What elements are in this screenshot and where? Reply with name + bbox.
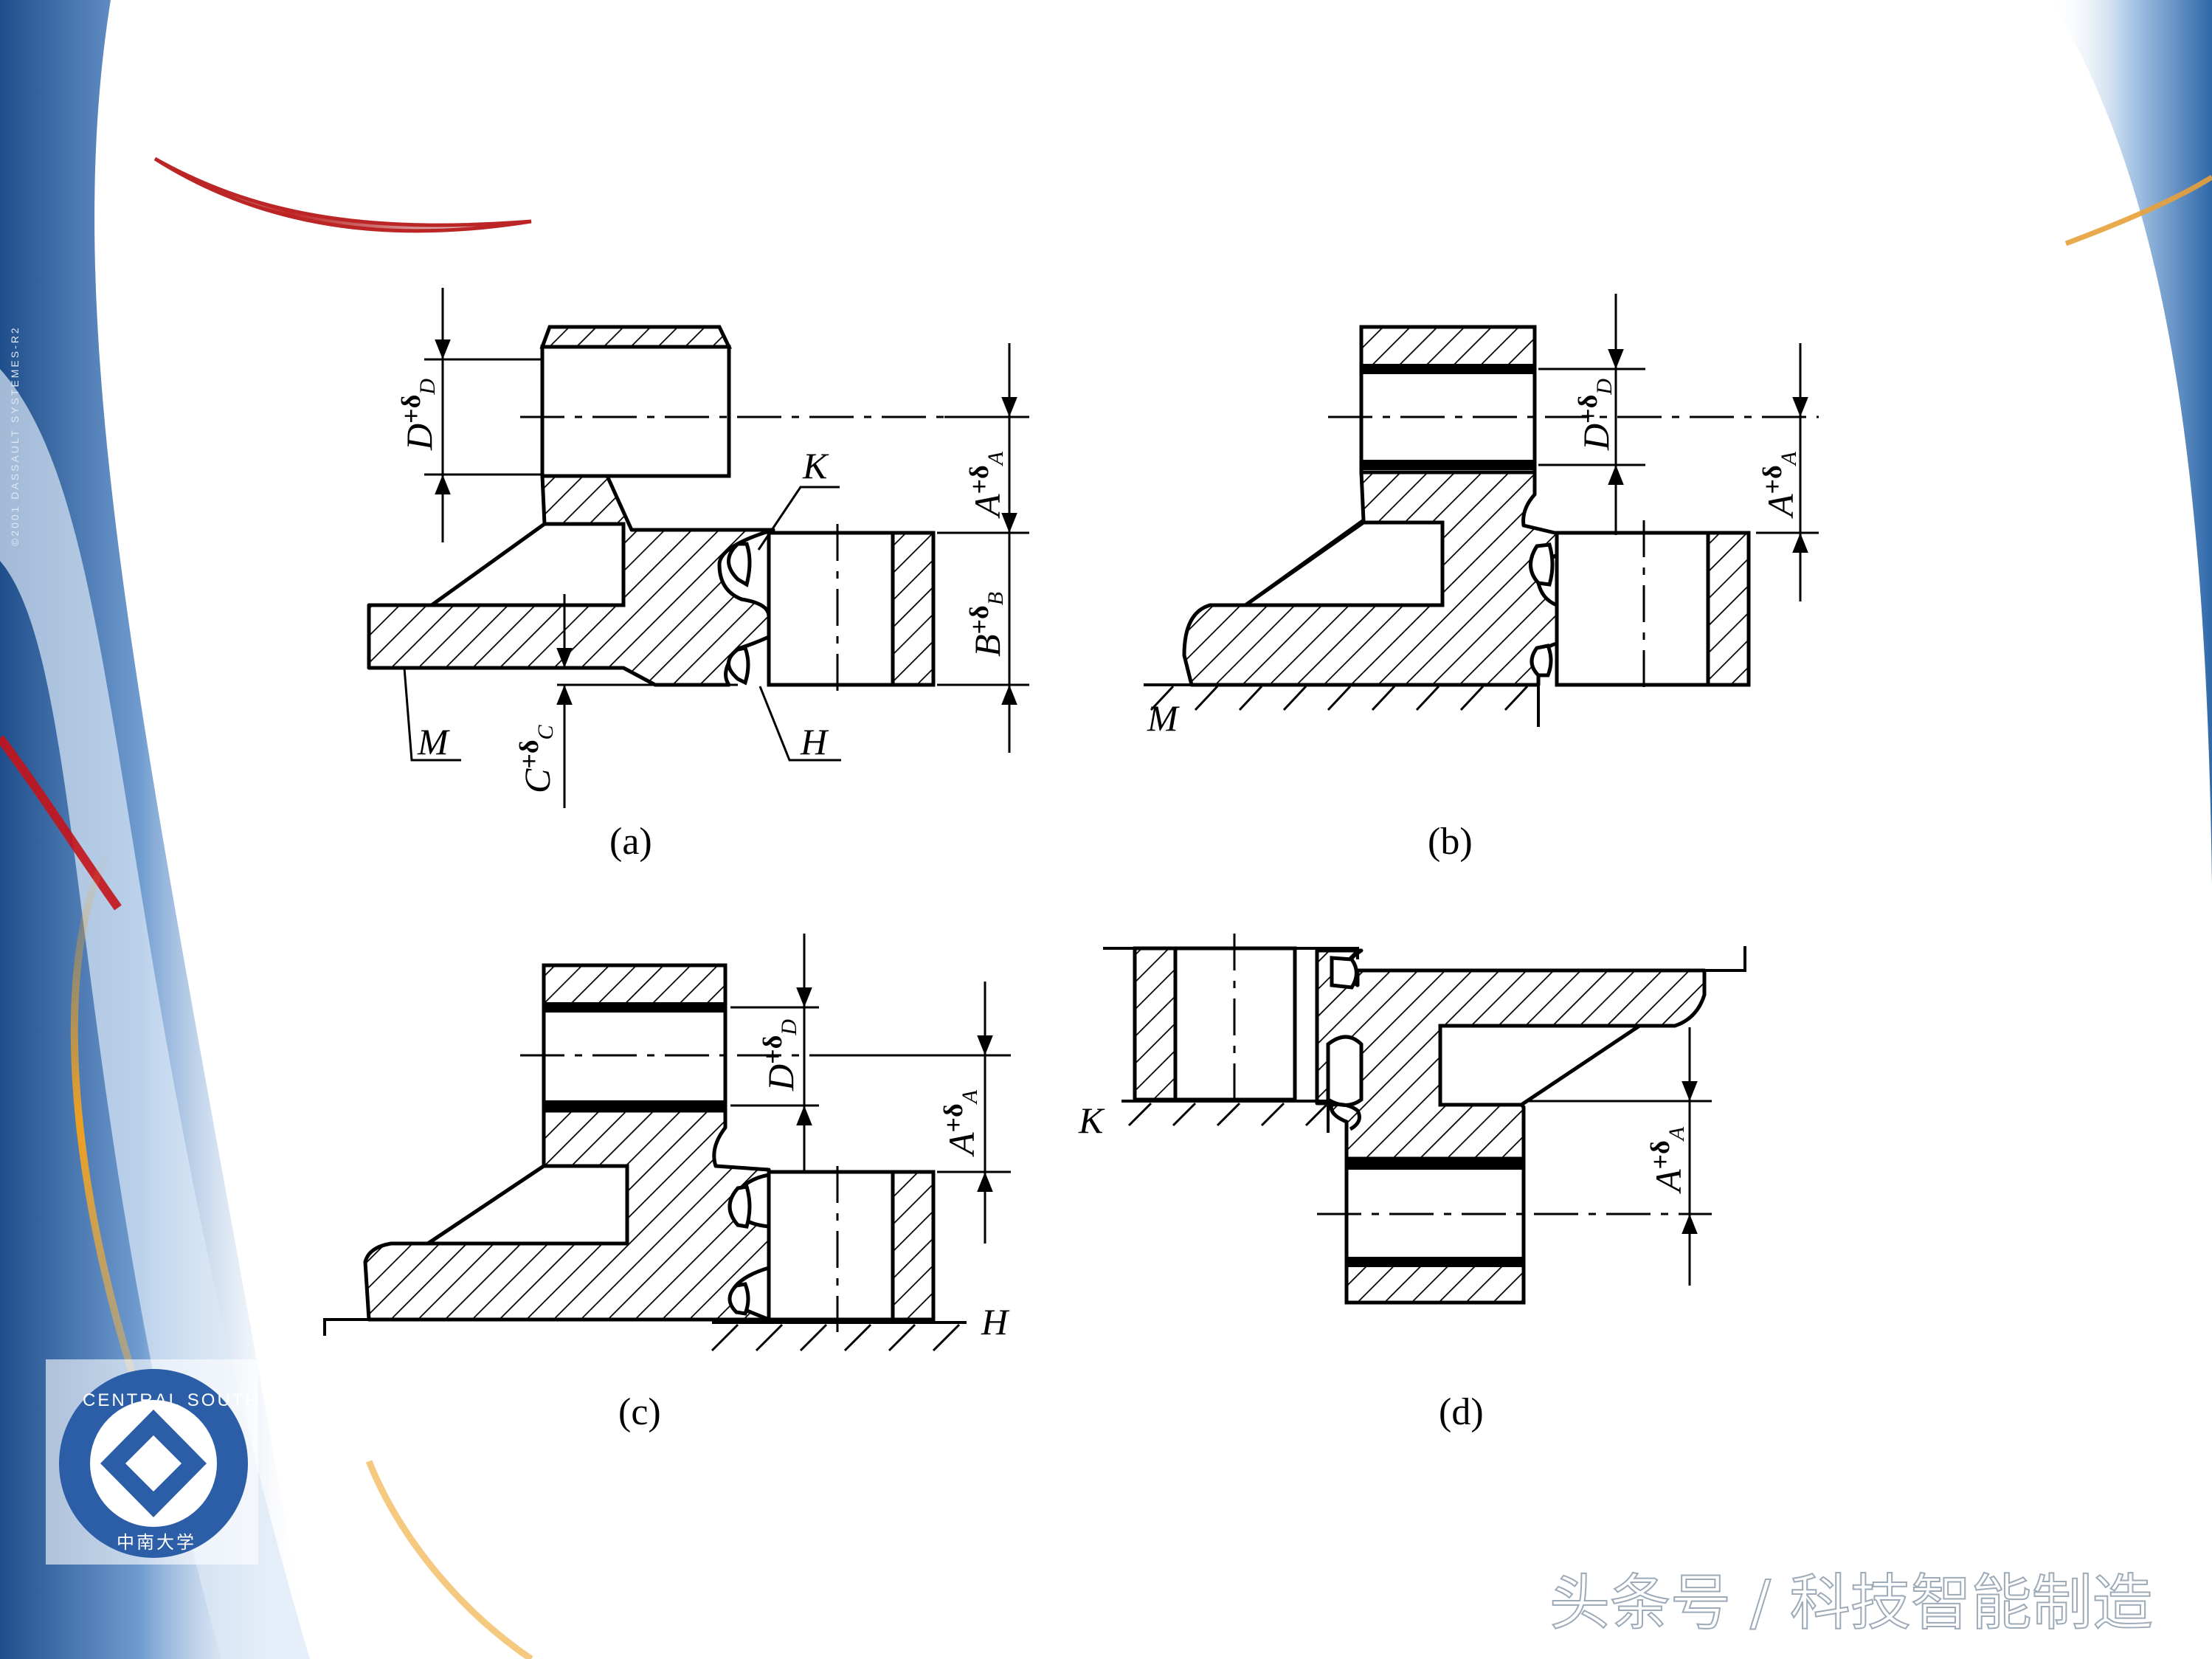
right-swoosh [2064,175,2212,246]
right-bore [767,531,895,687]
groove-lower [727,1282,750,1316]
logo-ring-text: CENTRAL SOUTH UNIVERSITY [83,1390,396,1410]
dim-d-label: D+δD [758,1019,801,1091]
groove-h [727,646,750,686]
dim-b-label: B+δB [964,592,1008,657]
watermark-text: 头条号 / 科技智能制造 [1549,1568,2153,1638]
label-m: M [417,721,450,762]
dim-c-label: C+δC [514,724,558,793]
label-k: K [1078,1100,1105,1141]
right-wall-hatch [891,1170,936,1322]
top-left-hatch [1133,946,1178,1102]
dim-a-label: A+δA [1645,1126,1689,1194]
figure-d: K A+δA (d) [1078,934,1746,1433]
right-bore [767,1170,895,1322]
label-m: M [1147,697,1180,739]
base-line [323,1318,738,1336]
logo-chinese-text: 中南大学 [117,1533,196,1553]
pocket-cavity [1438,1024,1646,1107]
top-right-line [1704,946,1746,972]
bore-top [540,345,731,478]
right-wall-hatch [891,531,936,687]
gear-top-hatch [542,963,727,1010]
groove-upper [1330,956,1358,990]
groove-middle [1326,1035,1364,1107]
caption-b: (b) [1428,821,1473,863]
bore-top [542,1005,727,1113]
leader-h [758,686,841,762]
label-k: K [802,445,829,486]
figure-c: H D+δD A+δA (c) [323,934,1011,1433]
left-blue-band [0,0,310,1659]
caption-a: (a) [609,821,652,863]
pocket-cavity [421,1164,629,1246]
ground-m [1144,683,1540,727]
groove-upper [1529,542,1555,587]
dim-a-label: A+δA [964,451,1008,519]
figure-a: D+δD A+δA B+δB C+δC K H M (a) [367,288,1029,863]
pocket-cavity [426,522,626,607]
leader-k [757,486,840,551]
label-h: H [800,721,829,762]
base-line [1103,947,1359,959]
caption-d: (d) [1439,1391,1484,1433]
right-bore [1555,531,1710,687]
bore-bottom [1344,1156,1526,1264]
dim-d-label: D+δD [396,379,440,451]
caption-c: (c) [618,1391,661,1433]
leader-m [403,667,461,762]
gear-ring-hatch-top [539,325,732,349]
red-swoosh-left [0,735,122,911]
pocket-cavity [1240,520,1445,607]
gold-swoosh-bottom [365,1460,533,1659]
figure-b: M D+δD A+δA (b) [1144,294,1819,863]
left-glow [0,369,310,1659]
dim-d-label: D+δD [1573,379,1617,451]
groove-k [727,542,752,587]
right-wall-hatch [1706,531,1751,687]
groove-lower [1327,1103,1361,1131]
gear-bottom-hatch [1344,1260,1526,1305]
label-h: H [981,1301,1010,1342]
groove-lower [1530,644,1553,677]
groove-upper [727,1184,752,1229]
dim-a-label: A+δA [1757,451,1801,519]
copyright-strip: ©2001 DASSAULT SYSTEMES-R2 [9,325,21,546]
bore-top [1359,367,1537,475]
red-swoosh-top [153,156,532,233]
university-logo: CENTRAL SOUTH UNIVERSITY 中南大学 [46,1359,396,1565]
gear-top-hatch [1359,325,1537,371]
right-blue-band [2051,0,2212,886]
dim-a-label: A+δA [939,1089,982,1157]
